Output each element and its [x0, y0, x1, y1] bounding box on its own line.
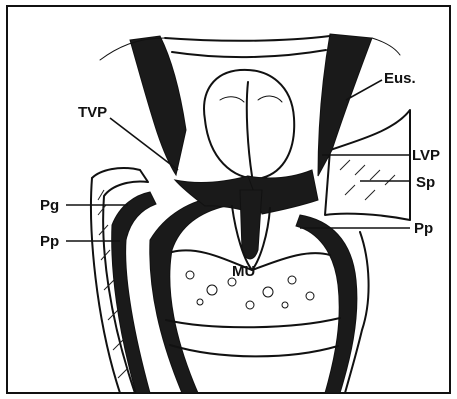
label-pg: Pg — [40, 197, 59, 214]
label-pp-left: Pp — [40, 233, 59, 250]
label-mu: MU — [232, 263, 255, 280]
label-sp: Sp — [416, 174, 435, 191]
label-pp-right: Pp — [414, 220, 433, 237]
label-tvp: TVP — [78, 104, 107, 121]
label-lvp: LVP — [412, 147, 440, 164]
label-eus: Eus. — [384, 70, 416, 87]
